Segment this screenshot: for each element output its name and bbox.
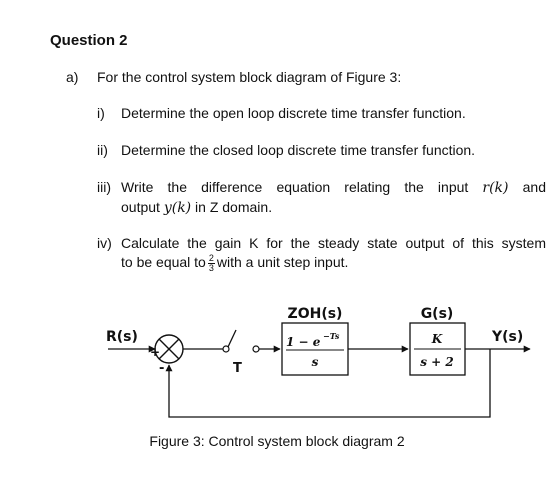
plant-denominator: s + 2: [420, 355, 454, 369]
minus-sign: -: [159, 361, 164, 376]
output-symbol: y(k): [163, 200, 192, 216]
sampling-period-label: T: [233, 361, 242, 376]
item-body: Write the difference equation relating t…: [121, 178, 546, 218]
item-text: output: [121, 199, 160, 215]
sampler-switch: [222, 329, 260, 353]
output-signal-label: Y(s): [491, 329, 523, 345]
zoh-block: [281, 322, 349, 376]
item-line-2: output y(k) in Z domain.: [121, 199, 273, 216]
item-number: iii): [97, 179, 111, 195]
fraction-denominator: 3: [208, 262, 214, 273]
item-number: iv): [97, 235, 112, 251]
plant-title: G(s): [421, 306, 454, 322]
zoh-numerator: 1 − e: [286, 335, 321, 349]
input-signal-label: R(s): [106, 329, 138, 345]
part-intro-text: For the control system block diagram of …: [97, 69, 402, 85]
figure-caption: Figure 3: Control system block diagram 2: [149, 433, 405, 449]
zoh-denominator: s: [312, 355, 319, 369]
item-text: and: [522, 179, 546, 195]
item-number: i): [97, 105, 105, 121]
item-line-1: Write the difference equation relating t…: [121, 178, 546, 198]
item-text: to be equal to: [121, 254, 206, 270]
plus-sign: +: [150, 345, 160, 359]
item-text: Determine the closed loop discrete time …: [121, 142, 476, 158]
item-text: in Z domain.: [195, 199, 273, 215]
zoh-title: ZOH(s): [288, 306, 343, 322]
item-text: with a unit step input.: [216, 254, 349, 270]
item-text: Determine the open loop discrete time tr…: [121, 105, 466, 121]
part-label: a): [66, 69, 79, 85]
item-body: Calculate the gain K for the steady stat…: [121, 234, 546, 273]
zoh-exponent: −Ts: [323, 331, 340, 341]
input-symbol: r(k): [482, 180, 509, 196]
feedback-path: [165, 349, 491, 418]
plant-numerator: K: [431, 332, 443, 346]
item-number: ii): [97, 142, 108, 158]
item-line-1: Calculate the gain K for the steady stat…: [121, 235, 546, 251]
question-title: Question 2: [50, 32, 128, 49]
fraction-numerator: 2: [207, 252, 215, 264]
item-text: Write the difference equation relating t…: [121, 179, 469, 195]
